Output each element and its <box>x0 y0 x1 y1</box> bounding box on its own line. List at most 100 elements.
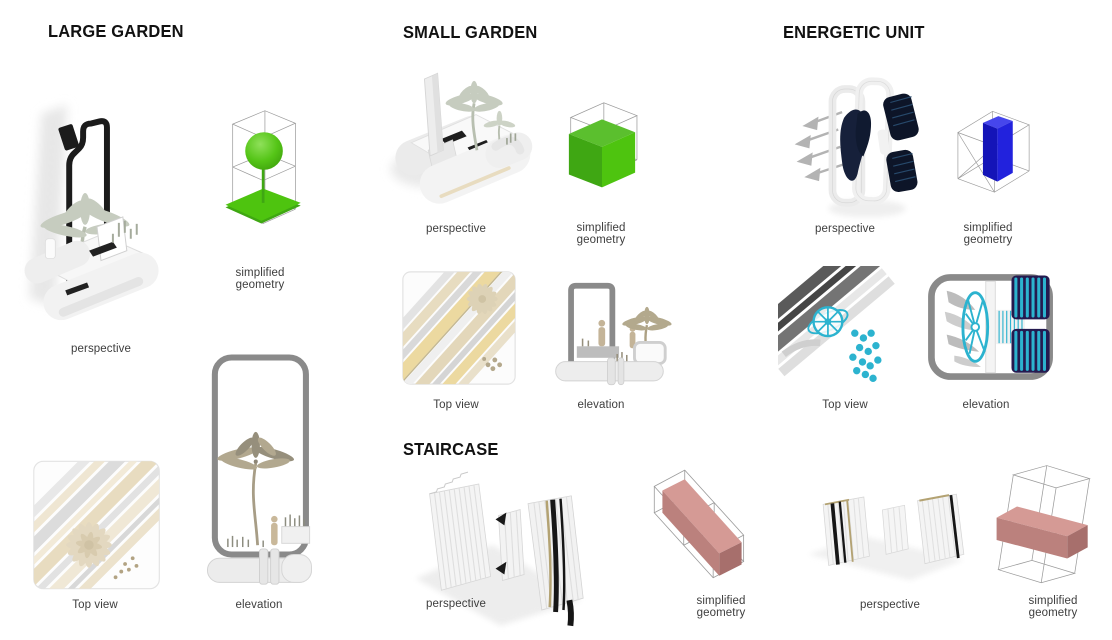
green-tree-sphere <box>245 132 283 170</box>
label-large-garden-perspective: perspective <box>71 343 131 355</box>
tan-fin <box>846 500 854 562</box>
blue-box-top <box>982 116 1013 129</box>
staircase-perspective-right-illustration <box>808 493 965 581</box>
label-staircase-simplified-geometry-right: simplified geometry <box>1028 595 1078 620</box>
label-large-garden-simplified-geometry: simplified geometry <box>235 267 285 292</box>
pedestal <box>576 346 620 358</box>
blue-box-front <box>997 120 1013 182</box>
dark-slot <box>441 130 467 145</box>
plants <box>581 338 628 362</box>
plants <box>506 133 517 145</box>
green-floor <box>225 188 301 221</box>
staircase-simplified-geometry-right <box>996 465 1091 584</box>
fin-block-middle <box>495 509 525 581</box>
black-chevron <box>495 561 507 575</box>
label-energetic-unit-elevation: elevation <box>962 399 1010 411</box>
plan-specks <box>113 556 139 580</box>
label-energetic-unit-perspective: perspective <box>815 223 875 235</box>
fan-wheel-icon <box>807 306 849 338</box>
palm-tree-icon <box>445 80 503 112</box>
tan-top-accent <box>919 494 950 502</box>
comb-block-top <box>1011 275 1050 320</box>
bubble-cluster <box>848 328 883 383</box>
label-staircase-simplified-geometry-left: simplified geometry <box>696 595 746 620</box>
label-energetic-unit-simplified-geometry: simplified geometry <box>963 222 1013 247</box>
palm-top-icon <box>466 283 498 315</box>
label-small-garden-elevation: elevation <box>577 399 625 411</box>
black-fin <box>830 503 840 565</box>
palm-tree-icon <box>622 306 672 331</box>
fin-block-right <box>527 495 584 627</box>
black-tail-fin <box>566 599 574 627</box>
black-fin <box>559 498 566 611</box>
fence-frame <box>633 341 667 366</box>
black-chevron <box>495 512 507 526</box>
dark-core <box>855 110 872 157</box>
base-pills <box>555 357 664 386</box>
base-pills <box>206 548 312 585</box>
small-garden-elevation <box>555 282 672 386</box>
pink-beam-front <box>996 517 1068 559</box>
portal-frame <box>568 282 616 368</box>
label-small-garden-top-view: Top view <box>433 399 479 411</box>
people-and-plants <box>227 514 311 548</box>
airflow-arrow-icons <box>794 111 845 182</box>
pink-beam-side <box>662 490 720 576</box>
section-title-small-garden: SMALL GARDEN <box>403 22 538 42</box>
section-title-large-garden: LARGE GARDEN <box>48 21 184 41</box>
section-title-staircase: STAIRCASE <box>403 439 499 459</box>
fin-group-left <box>822 496 870 566</box>
pink-beam-top <box>996 506 1088 537</box>
plan-stripes <box>33 461 160 589</box>
label-energetic-unit-top-view: Top view <box>822 399 868 411</box>
label-small-garden-perspective: perspective <box>426 223 486 235</box>
pink-beam-top <box>662 479 742 554</box>
white-base <box>24 216 159 321</box>
small-garden-top-view <box>402 271 516 385</box>
large-garden-simplified-geometry <box>225 110 301 224</box>
tan-fin <box>545 500 552 608</box>
staircase-simplified-geometry-left <box>653 469 745 579</box>
fin-block-left <box>429 471 492 591</box>
small-garden-simplified-geometry <box>568 102 638 188</box>
small-garden-perspective-illustration <box>390 72 533 204</box>
green-slab-top <box>568 119 636 147</box>
tan-top-accent <box>824 498 850 506</box>
palm-top-icon <box>66 522 112 568</box>
comb-block-bottom <box>1011 328 1050 373</box>
beige-stripe <box>439 166 511 199</box>
staircase-perspective-left-illustration <box>415 471 584 627</box>
black-fin <box>550 499 559 613</box>
label-small-garden-simplified-geometry: simplified geometry <box>576 222 626 247</box>
palm-trunk <box>251 463 259 546</box>
label-large-garden-top-view: Top view <box>72 599 118 611</box>
pink-beam-end <box>719 542 742 576</box>
vertical-fan-icon <box>961 291 990 363</box>
blue-box-left <box>982 122 998 182</box>
black-fin <box>838 501 847 563</box>
green-slab-front <box>602 132 636 188</box>
energetic-unit-simplified-geometry <box>957 110 1030 193</box>
plants <box>111 220 138 243</box>
fin-group-right <box>917 493 965 565</box>
pink-beam-end <box>1067 525 1088 559</box>
plan-specks <box>482 357 503 372</box>
finned-blocks <box>877 93 919 193</box>
section-title-energetic-unit: ENERGETIC UNIT <box>783 22 925 42</box>
plan-stripes <box>778 266 895 377</box>
green-slab-left <box>568 134 602 188</box>
center-column <box>985 280 996 374</box>
large-garden-elevation <box>206 354 312 585</box>
large-garden-perspective-illustration <box>24 104 159 321</box>
palm-trunk <box>471 103 479 151</box>
label-staircase-perspective-left: perspective <box>426 598 486 610</box>
tower-shade <box>431 73 444 154</box>
elevation-frame <box>928 274 1053 380</box>
large-garden-top-view <box>33 460 160 590</box>
fin-group-middle <box>881 504 909 555</box>
palm-tree-icon <box>217 431 295 470</box>
label-large-garden-elevation: elevation <box>235 599 283 611</box>
energetic-unit-perspective-illustration <box>794 77 919 218</box>
label-staircase-perspective-right: perspective <box>860 599 920 611</box>
black-fin <box>949 494 960 559</box>
